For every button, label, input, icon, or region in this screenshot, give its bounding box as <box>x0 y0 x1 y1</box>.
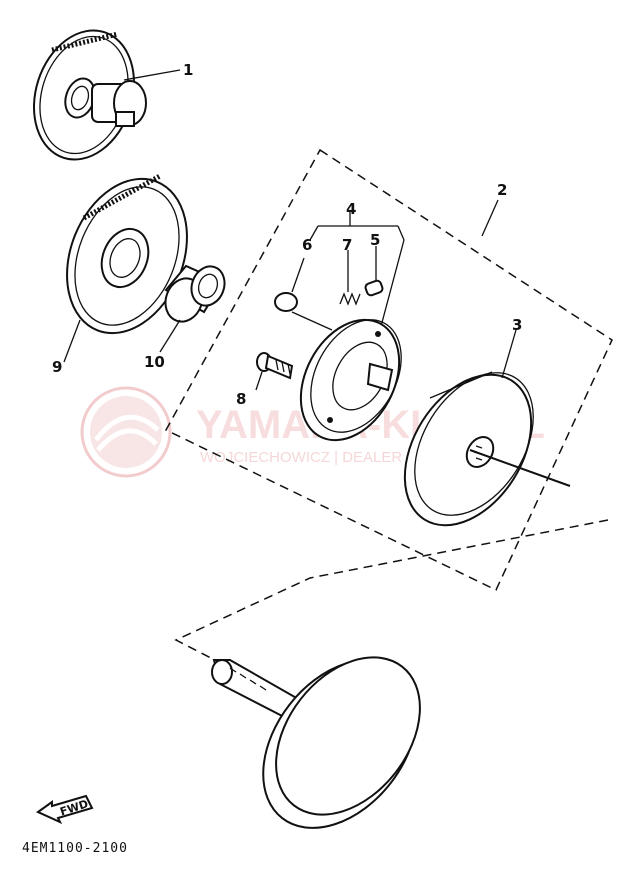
callout-6: 6 <box>302 236 312 254</box>
part-6-cap <box>274 257 333 331</box>
fwd-arrow-icon: FWD <box>36 794 94 825</box>
part-1-gear-assembly <box>33 29 181 161</box>
assembly-boundary-2 <box>164 148 613 592</box>
callout-1: 1 <box>183 61 193 79</box>
callout-9: 9 <box>52 358 62 376</box>
watermark-logo <box>80 386 172 478</box>
callout-10: 10 <box>144 353 165 371</box>
callout-4: 4 <box>346 200 356 218</box>
callout-5: 5 <box>370 231 380 249</box>
leader-2 <box>481 199 499 237</box>
callout-7: 7 <box>342 236 352 254</box>
part-9-plate <box>63 173 188 363</box>
watermark-tagline: WOJCIECHOWICZ | DEALER YAMAHA <box>200 449 468 466</box>
diagram-code: 4EM1100-2100 <box>22 841 128 856</box>
part-8-screw <box>255 352 294 391</box>
part-3-housing <box>403 329 571 527</box>
part-10-collar <box>159 264 226 353</box>
callout-8: 8 <box>236 390 246 408</box>
callout-3: 3 <box>512 316 522 334</box>
callout-2: 2 <box>497 181 507 199</box>
fwd-label: FWD <box>58 797 89 818</box>
part-7-spring <box>339 250 361 306</box>
bracket-4 <box>309 210 405 331</box>
clutch-hub <box>299 318 402 442</box>
part-5-pin <box>364 246 384 297</box>
crank-assembly <box>211 656 421 829</box>
